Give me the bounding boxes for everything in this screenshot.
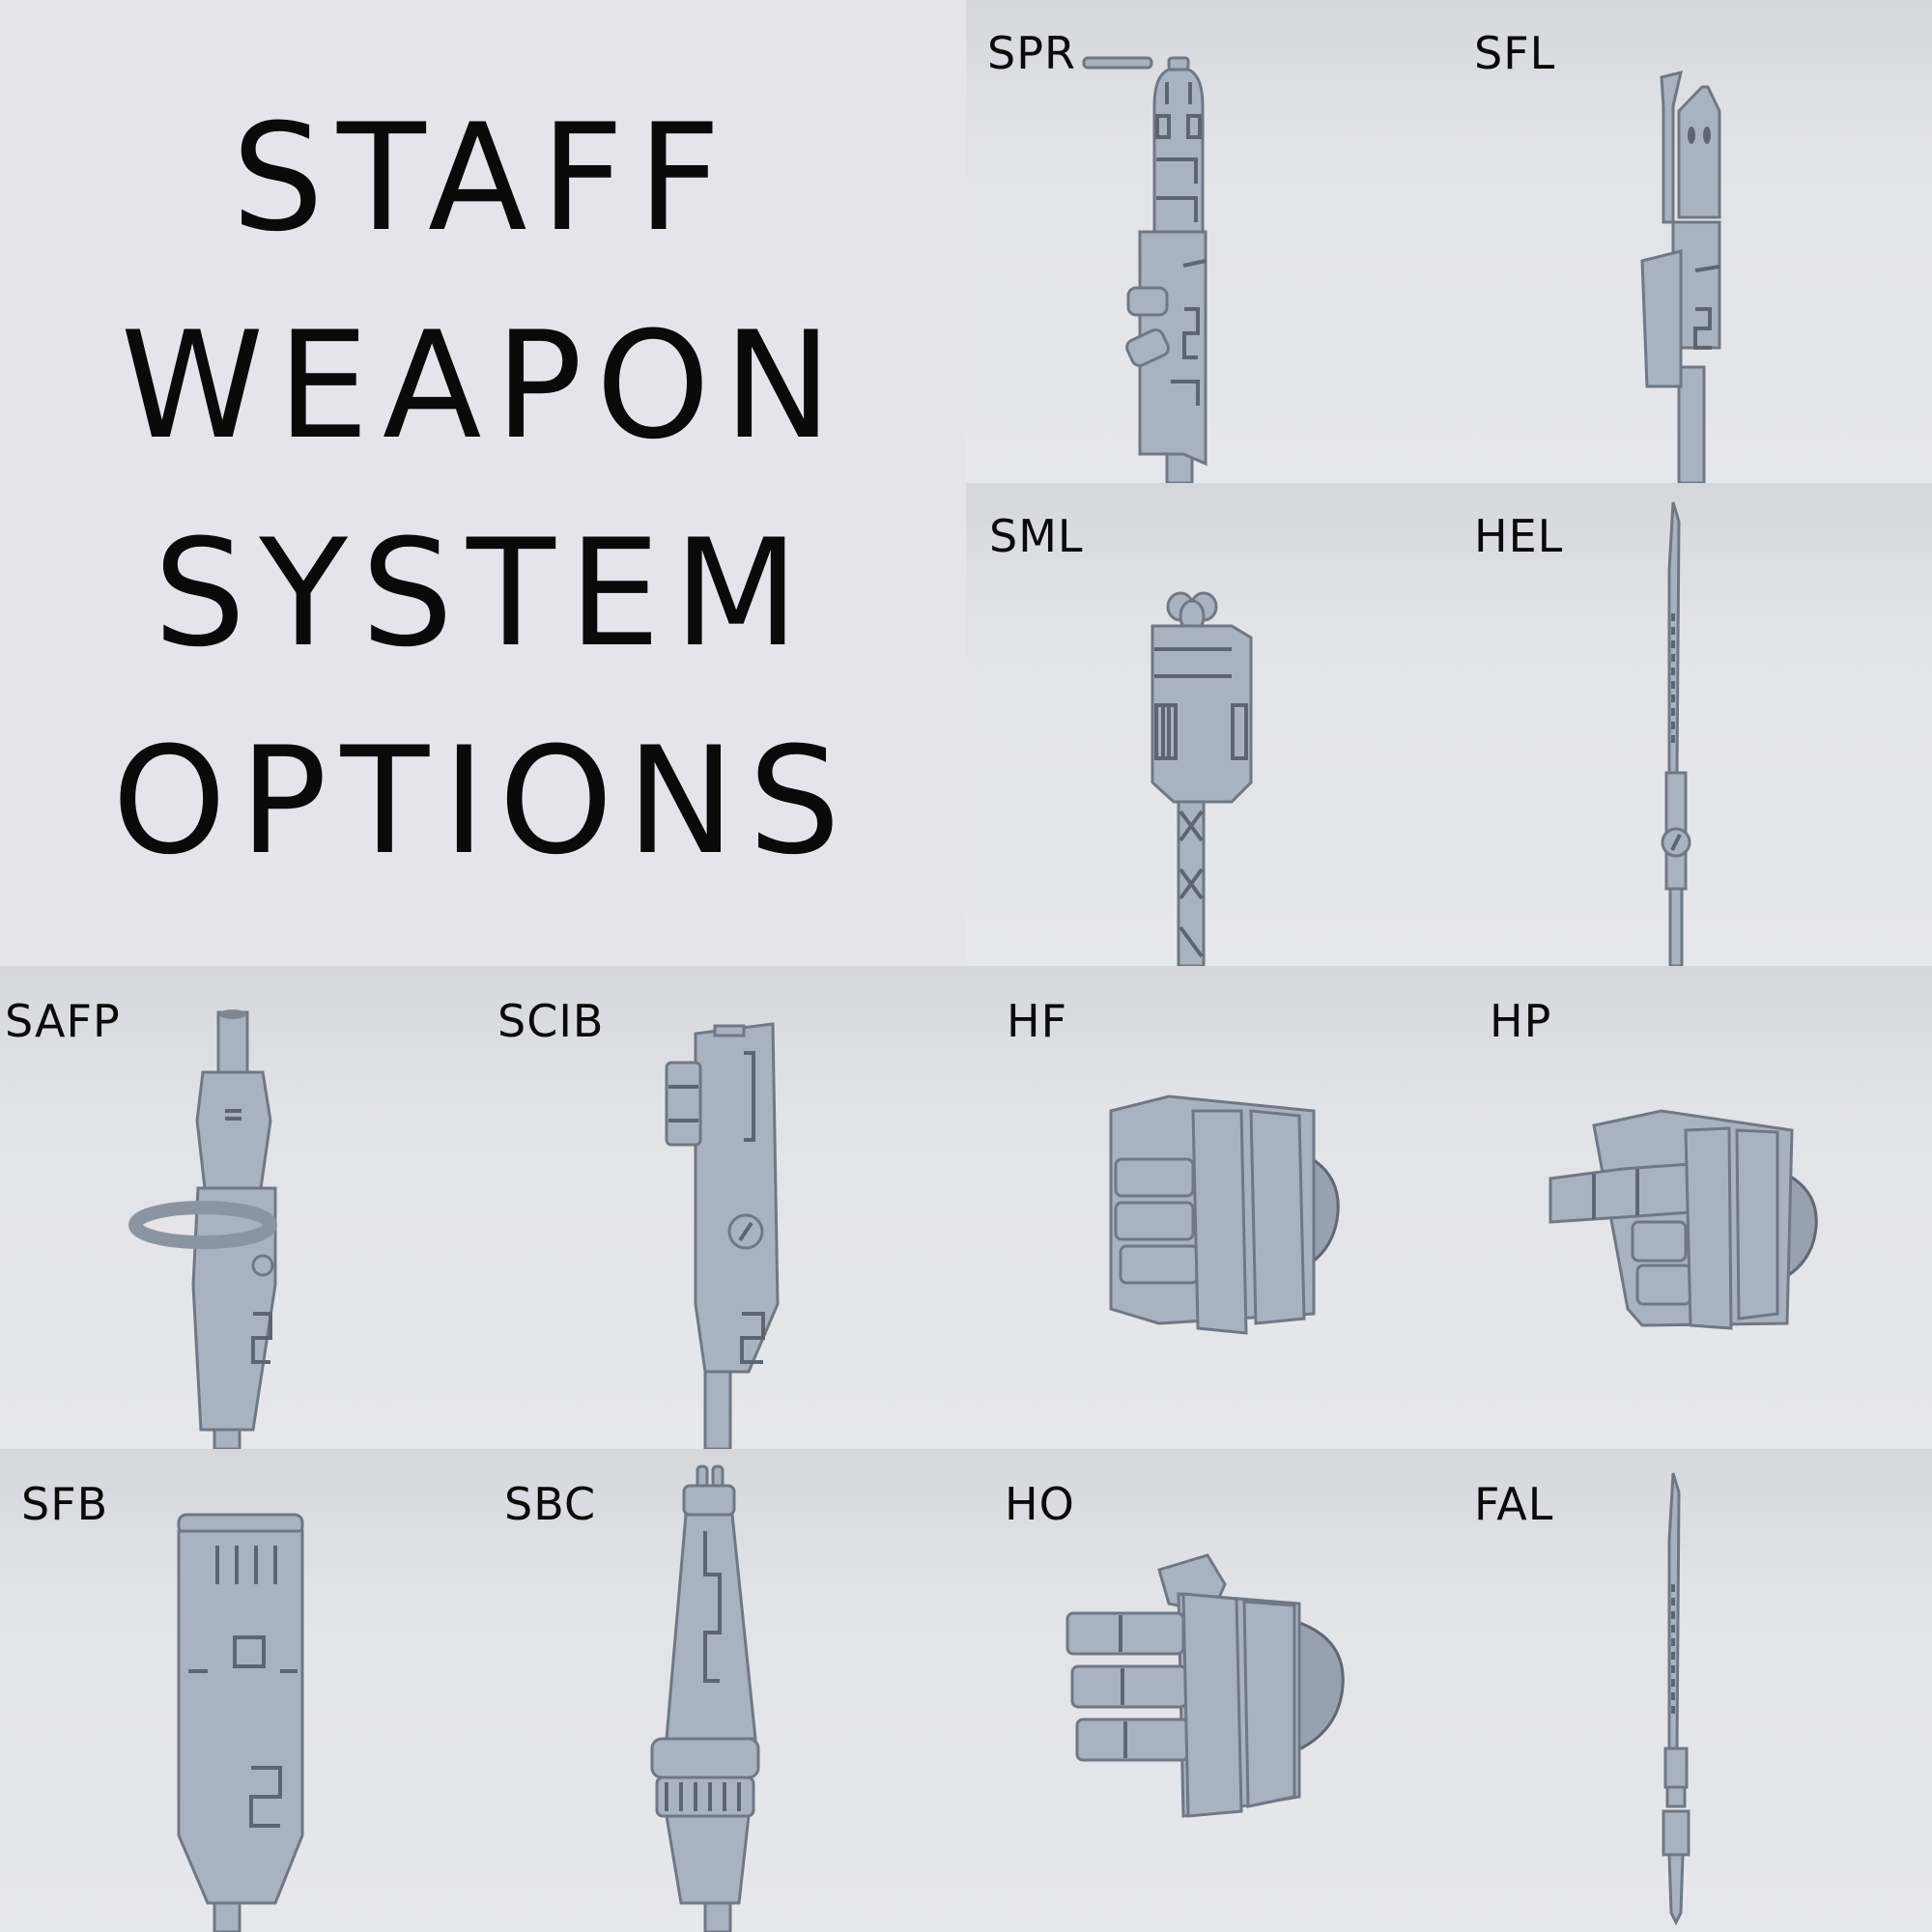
option-code: SAFP — [5, 995, 121, 1047]
option-code: SFL — [1474, 27, 1556, 79]
staff-head-safp-icon — [128, 1009, 277, 1449]
hand-pointing-icon — [1548, 1109, 1818, 1330]
option-card-scib: SCIB — [483, 966, 966, 1449]
blade-fal-icon — [1662, 1472, 1690, 1926]
option-code: HO — [1005, 1478, 1075, 1530]
hand-fist-icon — [1109, 1094, 1340, 1335]
option-code: FAL — [1474, 1478, 1554, 1530]
option-card-sfb: SFB — [0, 1449, 483, 1932]
option-card-sbc: SBC — [483, 1449, 966, 1932]
blade-hel-icon — [1661, 501, 1691, 966]
option-code: HF — [1007, 995, 1068, 1047]
option-code: SPR — [987, 27, 1076, 79]
option-card-safp: SAFP — [0, 966, 483, 1449]
option-card-sml: SML — [966, 483, 1449, 966]
option-code: HEL — [1474, 510, 1564, 562]
option-code: SCIB — [497, 995, 605, 1047]
option-card-ho: HO — [966, 1449, 1449, 1932]
title-line-3: SYSTEM — [154, 508, 812, 680]
option-code: SFB — [21, 1478, 109, 1530]
option-card-hf: HF — [966, 966, 1449, 1449]
option-card-hel: HEL — [1449, 483, 1932, 966]
staff-head-scib-icon — [665, 1022, 780, 1449]
staff-head-sfl-icon — [1640, 70, 1721, 483]
title-block: STAFF WEAPON SYSTEM OPTIONS — [0, 0, 966, 966]
title-line-2: WEAPON — [120, 300, 846, 472]
staff-head-sfb-icon — [177, 1513, 304, 1932]
title-line-4: OPTIONS — [112, 716, 854, 888]
staff-head-sml-icon — [1151, 591, 1253, 966]
option-code: SBC — [504, 1478, 597, 1530]
option-code: HP — [1490, 995, 1552, 1047]
option-card-sfl: SFL — [1449, 0, 1932, 483]
hand-open-icon — [1065, 1553, 1345, 1818]
option-code: SML — [989, 510, 1084, 562]
staff-head-spr-icon — [1082, 56, 1208, 483]
option-card-hp: HP — [1449, 966, 1932, 1449]
option-card-spr: SPR — [966, 0, 1449, 483]
staff-head-sbc-icon — [650, 1464, 760, 1932]
option-card-fal: FAL — [1449, 1449, 1932, 1932]
title-line-1: STAFF — [231, 93, 735, 265]
